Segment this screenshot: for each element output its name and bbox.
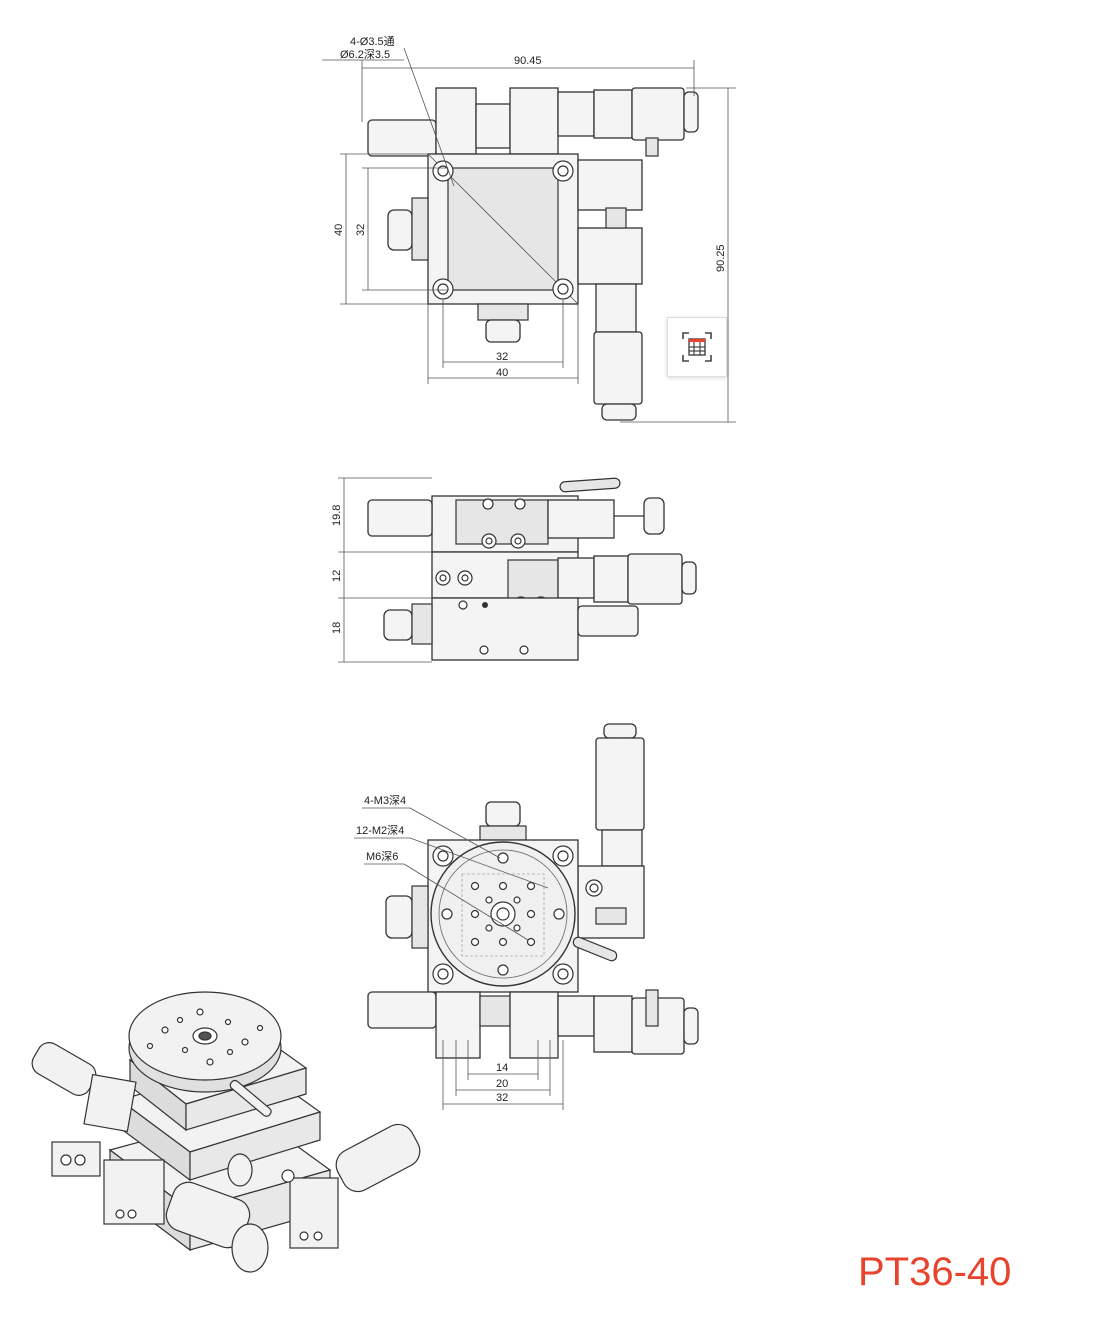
top-center-block xyxy=(509,87,559,155)
dim-20: 20 xyxy=(496,1078,508,1090)
model-label: PT36-40 xyxy=(858,1250,1012,1294)
lower-spindle xyxy=(557,995,595,1037)
left-lock-knob xyxy=(387,209,413,251)
lower-barrel xyxy=(593,995,633,1053)
vertical-micrometer-barrel xyxy=(601,829,643,867)
side-top-block xyxy=(455,499,549,545)
micrometer-cap-top xyxy=(683,91,699,133)
micrometer-thimble-top xyxy=(631,87,685,141)
bottom-view-top-knob-base xyxy=(479,825,527,841)
vertical-micrometer-cap xyxy=(603,723,637,739)
vertical-micrometer-block xyxy=(577,865,645,939)
note-m6: M6深6 xyxy=(366,850,398,863)
table-scan-button[interactable] xyxy=(667,317,727,377)
side-right-arm xyxy=(547,499,615,539)
iso-left-block xyxy=(83,1073,137,1133)
dim-width-overall: 90.45 xyxy=(514,55,542,67)
note-m3: 4-M3深4 xyxy=(364,794,406,807)
lower-left-knob xyxy=(367,991,437,1029)
lower-block-right xyxy=(509,991,559,1059)
hole-note-2: Ø6.2深3.5 xyxy=(340,48,390,61)
bottom-view-left-knob-base xyxy=(411,885,429,949)
dim-left-outer: 40 xyxy=(333,224,345,236)
side-view: 19.8 12 18 xyxy=(331,477,697,663)
side-lock-lever xyxy=(559,477,621,493)
lower-lock-pin xyxy=(645,989,659,1027)
bottom-view-left-knob xyxy=(385,895,413,939)
lower-coupler xyxy=(479,995,511,1027)
dim-side-bottom: 18 xyxy=(331,622,343,634)
left-lock-base xyxy=(411,197,429,261)
micrometer-cap-right xyxy=(601,403,637,421)
vertical-micrometer-thimble xyxy=(595,737,645,831)
iso-lever xyxy=(229,1079,272,1117)
top-left-knob xyxy=(367,119,437,157)
table-scan-icon xyxy=(682,332,712,362)
top-slider-block xyxy=(435,87,477,155)
lock-pin-top xyxy=(645,137,659,157)
dim-height-overall: 90.25 xyxy=(715,244,727,272)
side-bottom-right-block xyxy=(577,605,639,637)
note-m2: 12-M2深4 xyxy=(356,824,404,837)
lower-thimble-cap xyxy=(683,1007,699,1045)
bottom-lock-base xyxy=(477,303,529,321)
dim-32: 32 xyxy=(496,1092,508,1104)
side-spindle xyxy=(557,557,595,599)
dim-14: 14 xyxy=(496,1062,508,1074)
bottom-view-top-knob xyxy=(485,801,521,827)
right-pin-2 xyxy=(595,907,627,925)
micrometer-barrel-top xyxy=(593,89,633,139)
side-thimble xyxy=(627,553,683,605)
iso-right-micrometer xyxy=(335,1123,421,1193)
top-spindle xyxy=(557,91,595,137)
dim-bottom-outer: 40 xyxy=(496,367,508,379)
side-right-knob xyxy=(643,497,665,535)
dim-bottom-inner: 32 xyxy=(496,351,508,363)
right-pin xyxy=(605,207,627,229)
hole-note-1: 4-Ø3.5通 xyxy=(350,35,395,48)
dim-side-middle: 12 xyxy=(331,570,343,582)
micrometer-barrel-right xyxy=(595,283,637,333)
bottom-view: 4-M3深4 12-M2深4 M6深6 14 20 32 xyxy=(354,723,699,1110)
top-view: 4-Ø3.5通 Ø6.2深3.5 90.45 90.25 40 32 32 40 xyxy=(322,35,736,423)
rotary-lock-lever xyxy=(572,936,618,962)
right-side-block-2 xyxy=(577,227,643,285)
side-bottom-layer xyxy=(431,597,579,661)
side-barrel xyxy=(593,555,629,603)
dim-side-top: 19.8 xyxy=(331,505,343,526)
micrometer-thimble-right xyxy=(593,331,643,405)
isometric-view xyxy=(31,991,421,1273)
top-coupler xyxy=(475,103,511,149)
right-side-block xyxy=(577,159,643,211)
side-bottom-knob xyxy=(383,609,413,641)
iso-front-cap xyxy=(231,1223,269,1273)
side-left-knob xyxy=(367,499,433,537)
dim-left-inner: 32 xyxy=(355,224,367,236)
side-thimble-cap xyxy=(681,561,697,595)
side-bottom-knob-base xyxy=(411,603,433,645)
iso-center-knob xyxy=(227,1153,253,1187)
bottom-lock-knob xyxy=(485,319,521,343)
